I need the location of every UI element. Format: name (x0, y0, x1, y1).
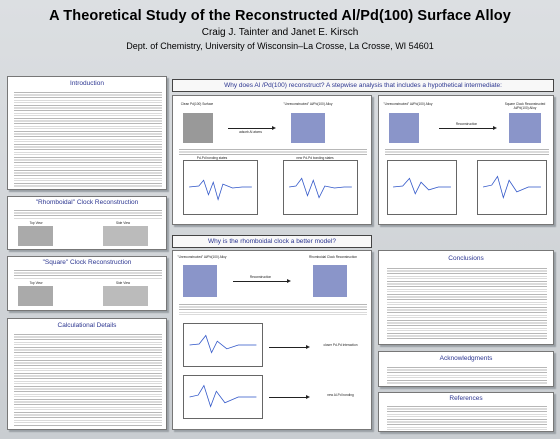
square-recon-label: Square Clock Reconstructed Al/Pd(100) Al… (504, 102, 546, 110)
intro-heading: Introduction (70, 80, 104, 87)
rhomb-coop-plot-1 (183, 323, 263, 367)
rhomboidal-heading: "Rhomboidal" Clock Reconstruction (35, 199, 139, 206)
rhomb-coop-plot-2 (183, 375, 263, 419)
pd-pd-coop-plot-3 (477, 160, 547, 215)
ack-text (387, 366, 547, 384)
rhomboidal-text (14, 209, 162, 219)
rhomb-reconstruction-arrow (233, 279, 291, 283)
unrecon-diagram (291, 113, 325, 143)
stepwise-caption (179, 148, 367, 156)
unrecon-label-2: "Unreconstructed" Al/Pd(100) Alloy (383, 102, 433, 106)
new-pd-pd-label: new Pd-Pd bonding states (296, 156, 334, 160)
conclusions-heading: Conclusions (448, 255, 484, 262)
refs-heading: References (449, 395, 483, 402)
new-al-pd-arrow (269, 395, 310, 399)
conclusions-panel: Conclusions (378, 250, 554, 345)
side-view-label-2: Side View (115, 281, 131, 285)
al-pd-coop-plot (387, 160, 457, 215)
pd-pd-label: Pd-Pd bonding states (196, 156, 228, 160)
pd-pd-coop-plot-1 (183, 160, 258, 215)
intro-text (14, 91, 162, 187)
pd-pd-coop-plot-2 (283, 160, 358, 215)
calc-heading: Calculational Details (57, 322, 117, 329)
square-text (14, 269, 162, 279)
new-al-pd-label: new Al-Pd bonding (327, 393, 354, 397)
rhomboidal-side-view-diagram (103, 226, 148, 246)
adsorb-arrow (228, 126, 276, 130)
unrecon-label: "Unreconstructed" Al/Pd(100) Alloy (283, 102, 333, 106)
square-heading: "Square" Clock Reconstruction (42, 259, 132, 266)
square-recon-diagram (509, 113, 541, 143)
reconstruction-panel: "Unreconstructed" Al/Pd(100) Alloy Recon… (378, 95, 554, 225)
rhomb-clock-label: Rhomboidal Clock Reconstruction (308, 255, 357, 259)
rhomboidal-panel: "Rhomboidal" Clock Reconstruction Top Vi… (7, 196, 167, 250)
calc-panel: Calculational Details (7, 318, 167, 430)
adsorb-label: adsorb Al atoms (239, 130, 262, 134)
rhomboidal-top-view-diagram (18, 226, 53, 246)
clean-label: Clean Pd(100) Surface (180, 102, 214, 106)
poster-title: A Theoretical Study of the Reconstructed… (49, 8, 511, 24)
ack-panel: Acknowledgments (378, 351, 554, 387)
refs-text (387, 405, 547, 430)
rhomb-caption (179, 303, 367, 317)
square-top-view-diagram (18, 286, 53, 306)
side-view-label: Side View (115, 221, 131, 225)
refs-panel: References (378, 392, 554, 432)
reconstruction-caption (385, 148, 549, 156)
why-banner-2: Why is the rhomboidal clock a better mod… (172, 235, 372, 248)
affiliation: Dept. of Chemistry, University of Wiscon… (126, 41, 434, 51)
unrecon-label-3: "Unreconstructed" Al/Pd(100) Alloy (177, 255, 227, 259)
reconstruction-arrow (439, 126, 497, 130)
why-banner-1: Why does Al /Pd(100) reconstruct? A step… (172, 79, 554, 92)
stepwise-panel: Clean Pd(100) Surface adsorb Al atoms "U… (172, 95, 372, 225)
calc-text (14, 333, 162, 427)
rhomb-reconstruction-label: Reconstruction (249, 275, 272, 279)
closer-label: closer Pd-Pd Interaction (323, 343, 358, 347)
clean-surface-diagram (183, 113, 213, 143)
rhomb-clock-diagram (313, 265, 347, 297)
square-panel: "Square" Clock Reconstruction Top View S… (7, 256, 167, 311)
ack-heading: Acknowledgments (439, 355, 493, 362)
conclusions-text (387, 267, 547, 341)
rhomboidal-model-panel: "Unreconstructed" Al/Pd(100) Alloy Recon… (172, 250, 372, 430)
square-side-view-diagram (103, 286, 148, 306)
top-view-label: Top View (29, 221, 43, 225)
unrecon-diagram-2 (389, 113, 419, 143)
closer-arrow (269, 345, 310, 349)
intro-panel: Introduction (7, 76, 167, 190)
authors: Craig J. Tainter and Janet E. Kirsch (201, 27, 359, 38)
reconstruction-label: Reconstruction (455, 122, 478, 126)
unrecon-diagram-3 (183, 265, 217, 297)
top-view-label-2: Top View (29, 281, 43, 285)
